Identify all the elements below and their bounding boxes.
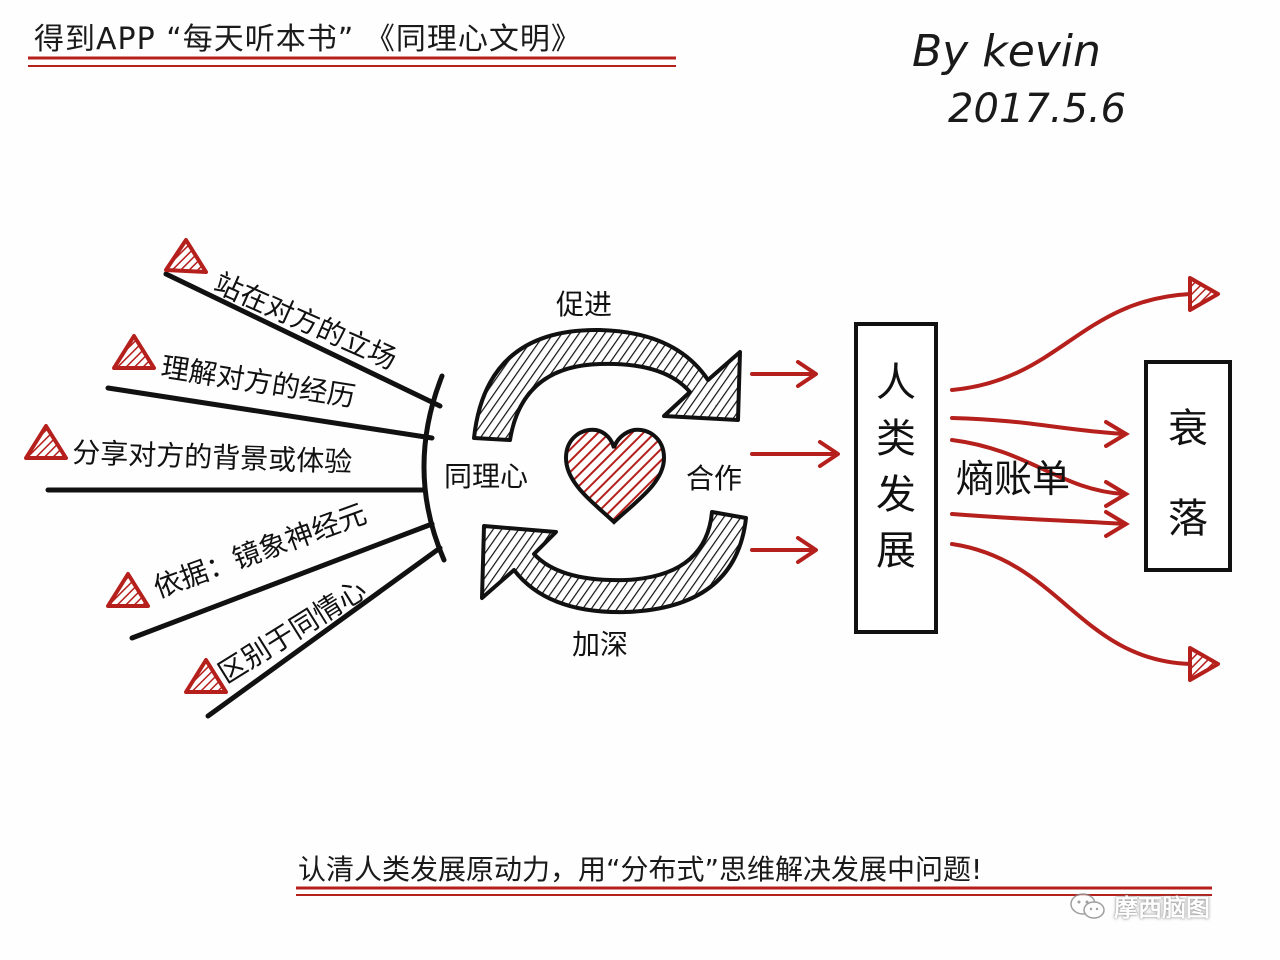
top-cycle-arrow — [472, 327, 742, 442]
entropy-arrowheads — [1188, 276, 1220, 682]
cycle-arrows — [472, 327, 748, 615]
development-label-char: 人 — [876, 360, 916, 406]
branch-label-3: 分享对方的背景或体验 — [72, 436, 353, 479]
conclusion-text: 认清人类发展原动力，用“分布式”思维解决发展中问题! — [298, 853, 983, 886]
date-signature: 2017.5.6 — [948, 86, 1127, 132]
decline-label-char: 落 — [1168, 496, 1208, 542]
warning-icon-3 — [24, 424, 68, 460]
cycle-label-right: 合作 — [686, 462, 742, 495]
cycle-label-top: 促进 — [556, 288, 612, 321]
branch-label-5: 区别于同情心 — [212, 573, 372, 690]
development-box — [854, 322, 938, 634]
branch-label-2: 理解对方的经历 — [159, 350, 358, 413]
flow-arrows — [750, 360, 840, 564]
watermark-text: 摩西脑图 — [1114, 894, 1210, 922]
warning-icon-4 — [106, 572, 150, 608]
branch-line-1 — [163, 271, 443, 409]
branch-line-4 — [129, 521, 435, 641]
conclusion-underline — [296, 886, 1212, 896]
heart-icon — [563, 427, 667, 525]
branch-lines — [45, 271, 447, 719]
warning-icon-1 — [164, 238, 208, 274]
warning-icon-5 — [184, 658, 228, 694]
development-label-char: 类 — [876, 416, 916, 462]
cycle-label-left: 同理心 — [444, 460, 528, 493]
decline-label: 衰落 — [1168, 406, 1208, 542]
branch-label-1: 站在对方的立场 — [209, 266, 401, 376]
development-label: 人类发展 — [876, 360, 916, 574]
author-signature: By kevin — [912, 26, 1101, 77]
entropy-arrows — [950, 292, 1192, 666]
decline-label-char: 衰 — [1168, 406, 1208, 452]
entropy-label: 熵账单 — [956, 457, 1070, 501]
warning-icons — [24, 238, 228, 694]
decline-box — [1144, 360, 1232, 572]
page-title: 得到APP “每天听本书” 《同理心文明》 — [34, 22, 582, 57]
development-label-char: 展 — [876, 528, 916, 574]
branch-arc — [421, 373, 447, 563]
watermark: 摩西脑图 — [1068, 888, 1210, 923]
branch-line-5 — [205, 545, 443, 719]
wechat-icon — [1070, 892, 1105, 919]
cycle-label-bottom: 加深 — [572, 628, 628, 661]
bottom-cycle-arrow — [480, 510, 748, 615]
warning-icon-2 — [112, 334, 156, 370]
branch-line-2 — [105, 385, 435, 441]
development-label-char: 发 — [876, 472, 916, 518]
title-underline — [28, 56, 676, 67]
